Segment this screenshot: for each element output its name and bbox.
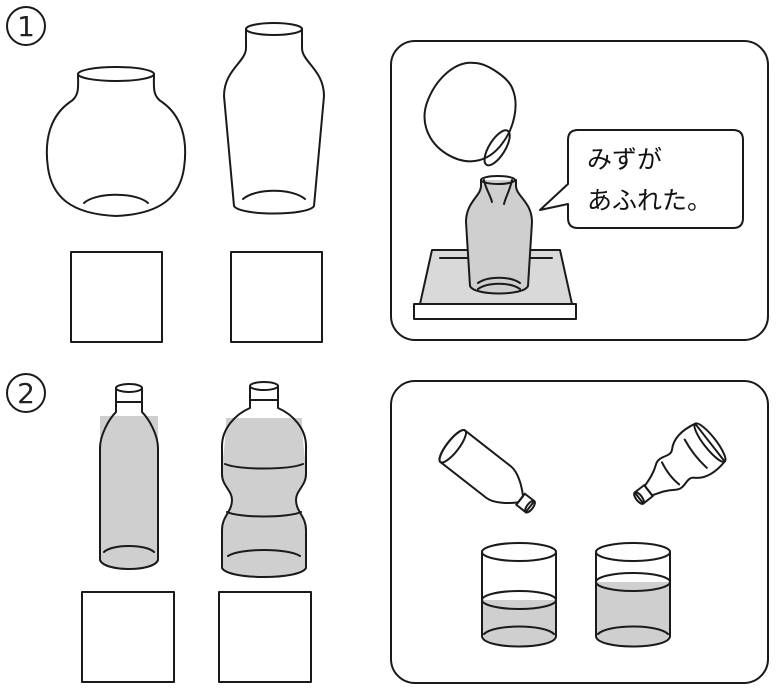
large-bottle bbox=[222, 382, 306, 577]
section-2-number: 2 bbox=[17, 377, 35, 410]
experiment-panel-2 bbox=[391, 381, 768, 683]
answer-box-2a[interactable] bbox=[82, 592, 174, 682]
glass-right bbox=[596, 543, 670, 647]
answer-box-2b[interactable] bbox=[219, 592, 311, 682]
round-vase bbox=[47, 67, 185, 216]
speech-text-line-2: あふれた。 bbox=[587, 186, 712, 215]
section-2-number-badge: 2 bbox=[7, 374, 45, 412]
slim-bottle bbox=[100, 384, 158, 569]
experiment-panel-1: みずが あふれた。 bbox=[391, 41, 768, 340]
speech-bubble: みずが あふれた。 bbox=[540, 130, 743, 228]
section-1-number: 1 bbox=[17, 10, 35, 43]
answer-box-1a[interactable] bbox=[71, 252, 162, 342]
tall-vase bbox=[224, 23, 324, 214]
pouring-large-bottle bbox=[621, 419, 731, 520]
pouring-slim-bottle bbox=[436, 427, 545, 524]
section-1: 1 bbox=[7, 7, 768, 342]
speech-text-line-1: みずが bbox=[587, 145, 662, 174]
answer-box-1b[interactable] bbox=[231, 252, 322, 342]
glass-left bbox=[482, 543, 556, 647]
pouring-vase bbox=[408, 48, 538, 179]
section-2: 2 bbox=[7, 374, 768, 683]
overflowing-vase bbox=[466, 176, 532, 294]
section-1-number-badge: 1 bbox=[7, 7, 45, 45]
